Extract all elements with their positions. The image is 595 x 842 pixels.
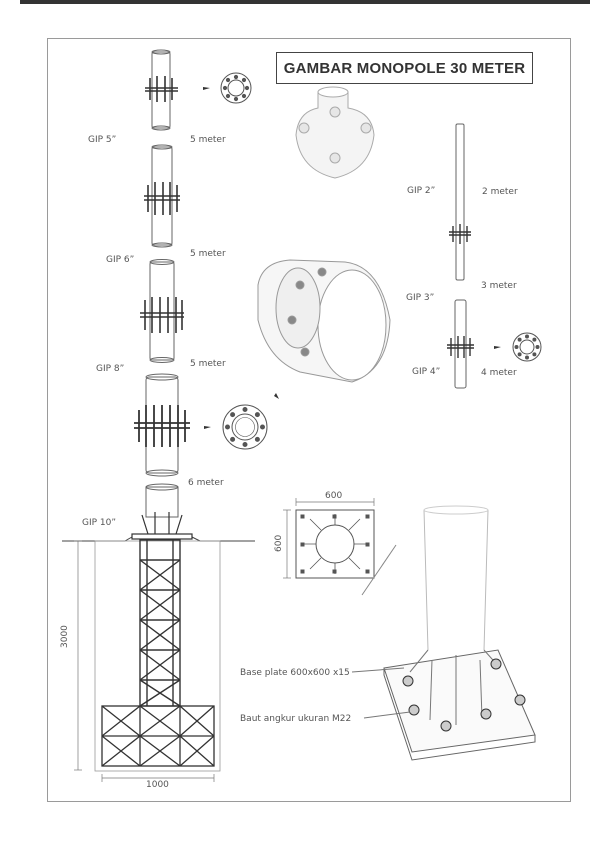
base-plate-spec-label: Base plate 600x600 x15 — [240, 668, 350, 678]
pipe-length-label-gip8: 5 meter — [190, 359, 226, 369]
pipe-size-label-gip8: GIP 8” — [96, 364, 125, 374]
arrow-icon — [204, 426, 211, 429]
foundation-column-truss — [139, 539, 181, 707]
flange-plan-small-1 — [220, 72, 252, 104]
pipe-segment-gip8 — [149, 259, 175, 363]
flange-joint-6 — [447, 336, 474, 358]
pipe-segment-gip5 — [151, 49, 171, 131]
arrow-icon — [494, 346, 501, 349]
arrow-icon — [203, 87, 210, 90]
pipe-length-label-gip6: 5 meter — [190, 249, 226, 259]
flange-joint-1 — [145, 76, 178, 102]
base-plate-height-label: 600 — [274, 534, 284, 552]
flange-joint-3 — [140, 297, 184, 333]
pipe-length-label-gip4: 4 meter — [481, 368, 517, 378]
pipe-length-label-gip5: 5 meter — [190, 135, 226, 145]
flange-joint-2 — [144, 182, 180, 215]
arrow-icon — [274, 393, 279, 399]
pipe-segment-gip2 — [455, 123, 465, 281]
flange-joint-5 — [449, 224, 471, 244]
foundation-pit — [94, 540, 221, 772]
pole-stub — [145, 483, 179, 518]
dimension-depth — [74, 540, 82, 771]
flange-plan-small-2 — [512, 332, 542, 362]
foundation-footing-truss — [101, 705, 215, 767]
foundation-width-label: 1000 — [146, 780, 169, 790]
scan-top-edge — [20, 0, 590, 4]
foundation-depth-label: 3000 — [60, 625, 70, 648]
pipe-size-label-gip3: GIP 3” — [406, 293, 435, 303]
flange-3d-sketch-top — [295, 86, 375, 179]
pipe-length-label-gip3: 3 meter — [481, 281, 517, 291]
flange-3d-sketch-middle — [257, 259, 391, 383]
pipe-size-label-gip4: GIP 4” — [412, 367, 441, 377]
drawing-title: GAMBAR MONOPOLE 30 METER — [276, 52, 533, 84]
flange-plan-large — [222, 404, 268, 450]
pipe-segment-gip4 — [454, 299, 467, 389]
pipe-length-label-gip2: 2 meter — [482, 187, 518, 197]
dimension-width — [101, 774, 215, 782]
pipe-size-label-gip10: GIP 10” — [82, 518, 117, 528]
base-3d-sketch — [351, 505, 536, 761]
anchor-bolt-label: Baut angkur ukuran M22 — [240, 714, 352, 724]
base-plate-width-label: 600 — [325, 491, 343, 501]
pipe-size-label-gip6: GIP 6” — [106, 255, 135, 265]
base-plate-plan — [295, 509, 375, 579]
base-plate-dimensions — [283, 498, 375, 579]
flange-joint-4 — [134, 405, 190, 447]
pipe-size-label-gip5: GIP 5” — [88, 135, 117, 145]
pipe-length-label-gip10: 6 meter — [188, 478, 224, 488]
pipe-size-label-gip2: GIP 2” — [407, 186, 436, 196]
base-plate-stiffeners — [131, 512, 193, 540]
